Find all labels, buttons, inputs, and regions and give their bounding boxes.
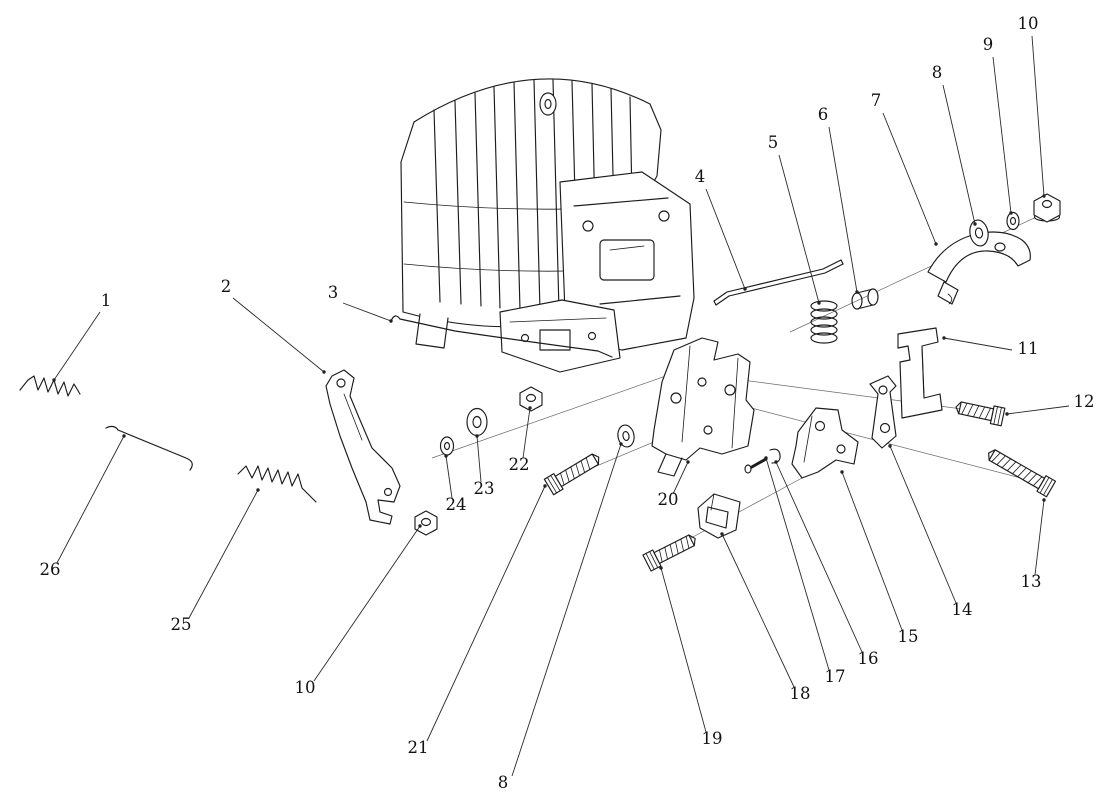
callout-2: 2 (221, 277, 326, 374)
callout-25: 25 (171, 488, 260, 634)
flange-nut-upper (1033, 193, 1061, 223)
callout-label: 20 (658, 490, 679, 509)
callout-26: 26 (40, 434, 126, 579)
callout-label: 17 (825, 667, 846, 686)
callout-label: 2 (221, 277, 232, 296)
callout-label: 11 (1018, 339, 1039, 358)
callout-21: 21 (408, 484, 547, 757)
bell-crank-lever (791, 407, 859, 479)
callout-22: 22 (509, 406, 532, 474)
callout-label: 26 (40, 560, 61, 579)
callout-label: 10 (295, 678, 316, 697)
compression-spring (810, 300, 838, 344)
callout-12: 12 (1005, 392, 1095, 416)
callout-label: 4 (695, 167, 706, 186)
callout-label: 8 (498, 773, 509, 792)
callout-3: 3 (328, 283, 393, 323)
callouts: 1 2 3 4 5 6 7 8 (40, 14, 1095, 792)
callout-20: 20 (658, 460, 690, 509)
callout-label: 18 (790, 684, 811, 703)
hex-nut (519, 386, 543, 412)
governor-spring (19, 375, 81, 397)
engine-cylinder (400, 78, 695, 373)
callout-10: 10 (1018, 14, 1046, 198)
callout-23: 23 (474, 434, 495, 498)
callout-5: 5 (768, 133, 821, 305)
callout-label: 8 (932, 63, 943, 82)
callout-label: 25 (171, 615, 192, 634)
choke-bracket (927, 231, 1031, 305)
callout-19: 19 (659, 566, 723, 748)
callout-label: 23 (474, 479, 495, 498)
callout-14: 14 (888, 444, 973, 619)
washer-8-upper (969, 219, 989, 247)
callout-17: 17 (764, 456, 846, 686)
hex-bolt-13 (988, 449, 1057, 498)
callout-label: 3 (328, 283, 339, 302)
callout-11: 11 (942, 336, 1039, 358)
callout-18: 18 (720, 532, 811, 703)
callout-label: 24 (446, 495, 467, 514)
throttle-wire (390, 315, 613, 358)
small-washer (439, 436, 455, 456)
callout-label: 14 (952, 600, 973, 619)
callout-24: 24 (444, 454, 467, 514)
callout-8: 8 (932, 63, 977, 226)
callout-label: 22 (509, 455, 530, 474)
callout-label: 12 (1074, 392, 1095, 411)
callout-label: 6 (818, 105, 829, 124)
control-bracket (651, 337, 755, 477)
callout-label: 10 (1018, 14, 1039, 33)
callout-16: 16 (774, 460, 879, 668)
large-washer (466, 407, 488, 437)
callout-15: 15 (840, 470, 919, 646)
callout-label: 7 (871, 91, 882, 110)
callout-label: 5 (768, 133, 779, 152)
callout-8-lower: 8 (498, 442, 623, 792)
callout-9: 9 (983, 35, 1013, 215)
hex-bolt-21 (543, 453, 600, 496)
link-rod (713, 259, 844, 306)
lock-washer (1006, 211, 1020, 231)
callout-13: 13 (1021, 498, 1046, 591)
callout-10-lower: 10 (295, 524, 422, 697)
callout-label: 1 (101, 291, 112, 310)
link-plate (869, 375, 897, 449)
callout-4: 4 (695, 167, 747, 291)
callout-label: 16 (858, 649, 879, 668)
extension-spring (237, 465, 317, 503)
callout-1: 1 (52, 291, 111, 382)
callout-label: 13 (1021, 572, 1042, 591)
callout-6: 6 (818, 105, 859, 294)
governor-lever (325, 369, 401, 525)
flange-nut-lower (414, 510, 438, 536)
link-wire (105, 425, 193, 471)
hex-bolt-12 (955, 401, 1006, 427)
pivot-pin (744, 457, 768, 474)
hex-bolt-19 (642, 534, 696, 572)
mounting-tab (415, 313, 449, 349)
callout-7: 7 (871, 91, 938, 246)
cable-clamp (697, 493, 741, 539)
callout-label: 19 (702, 729, 723, 748)
callout-label: 15 (898, 627, 919, 646)
angle-bracket (897, 327, 943, 419)
callout-label: 21 (408, 738, 429, 757)
washer-8-lower (617, 424, 635, 448)
callout-label: 9 (983, 35, 994, 54)
bushing (851, 288, 879, 310)
